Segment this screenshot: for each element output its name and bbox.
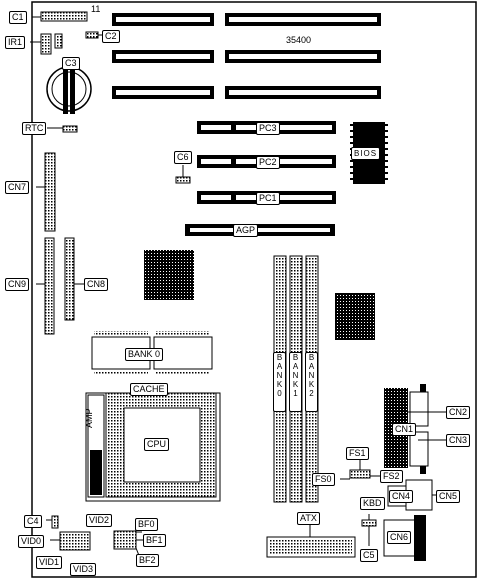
label-c6: C6	[174, 151, 192, 164]
board-id: 35400	[286, 35, 312, 45]
label-fs2: FS2	[380, 470, 403, 483]
label-c3: C3	[62, 57, 80, 70]
vid-jumpers	[59, 531, 91, 551]
chipset-south	[335, 293, 375, 340]
label-cache: CACHE	[130, 383, 168, 396]
label-vid1: VID1	[36, 556, 63, 569]
leader-lines	[30, 16, 446, 559]
pin-11-label: 11	[91, 4, 101, 14]
cn9-header	[44, 237, 55, 335]
ir1-header	[40, 33, 52, 55]
label-atx: ATX	[297, 512, 320, 525]
label-c1: C1	[9, 11, 27, 24]
label-c4: C4	[24, 515, 42, 528]
label-bf1: BF1	[143, 534, 166, 547]
rtc-jumper	[62, 125, 78, 133]
c6-jumper	[175, 176, 191, 184]
label-fs0: FS0	[312, 473, 335, 486]
c4-jumper	[51, 515, 59, 529]
cn7-header	[44, 152, 56, 232]
label-dimm-bank1: BANK1	[289, 352, 302, 412]
label-cpu: CPU	[144, 438, 170, 451]
c2-jumper	[85, 31, 99, 39]
label-ir1: IR1	[5, 36, 26, 49]
label-c2: C2	[102, 30, 120, 43]
label-rtc: RTC	[22, 122, 47, 135]
label-cn7: CN7	[5, 181, 30, 194]
label-dimm-bank0: BANK0	[273, 352, 286, 412]
label-agp: AGP	[233, 224, 259, 237]
label-dimm-bank2: BANK2	[305, 352, 318, 412]
bf-jumpers	[113, 530, 137, 550]
kbd-jumper	[361, 519, 377, 527]
battery	[46, 66, 92, 114]
chipset-north	[144, 250, 194, 300]
label-pc1: PC1	[256, 192, 280, 205]
label-c5: C5	[360, 549, 378, 562]
label-cn2: CN2	[446, 406, 471, 419]
label-cn5: CN5	[436, 490, 461, 503]
label-pc2: PC2	[256, 156, 280, 169]
label-cn9: CN9	[5, 278, 30, 291]
label-bf0: BF0	[135, 518, 158, 531]
label-amp: AMP	[84, 408, 94, 428]
label-cn8: CN8	[84, 278, 109, 291]
label-bios: BIOS	[351, 147, 381, 160]
label-vid0: VID0	[18, 535, 45, 548]
label-cn4: CN4	[389, 490, 414, 503]
label-pc3: PC3	[256, 122, 280, 135]
fs-jumper-block	[349, 469, 371, 479]
label-fs1: FS1	[346, 447, 369, 460]
cn8-header	[64, 237, 75, 321]
label-bf2: BF2	[136, 554, 159, 567]
label-cache-bank0: BANK 0	[125, 348, 164, 361]
label-cn6: CN6	[387, 531, 412, 544]
label-cn1: CN1	[392, 423, 417, 436]
atx-connector	[266, 536, 356, 558]
c1-header	[40, 11, 88, 22]
isa-slots	[112, 13, 381, 99]
cache-chips	[91, 331, 213, 375]
label-vid3: VID3	[70, 563, 97, 576]
label-vid2: VID2	[86, 514, 113, 527]
label-kbd: KBD	[360, 497, 385, 510]
label-cn3: CN3	[446, 434, 471, 447]
